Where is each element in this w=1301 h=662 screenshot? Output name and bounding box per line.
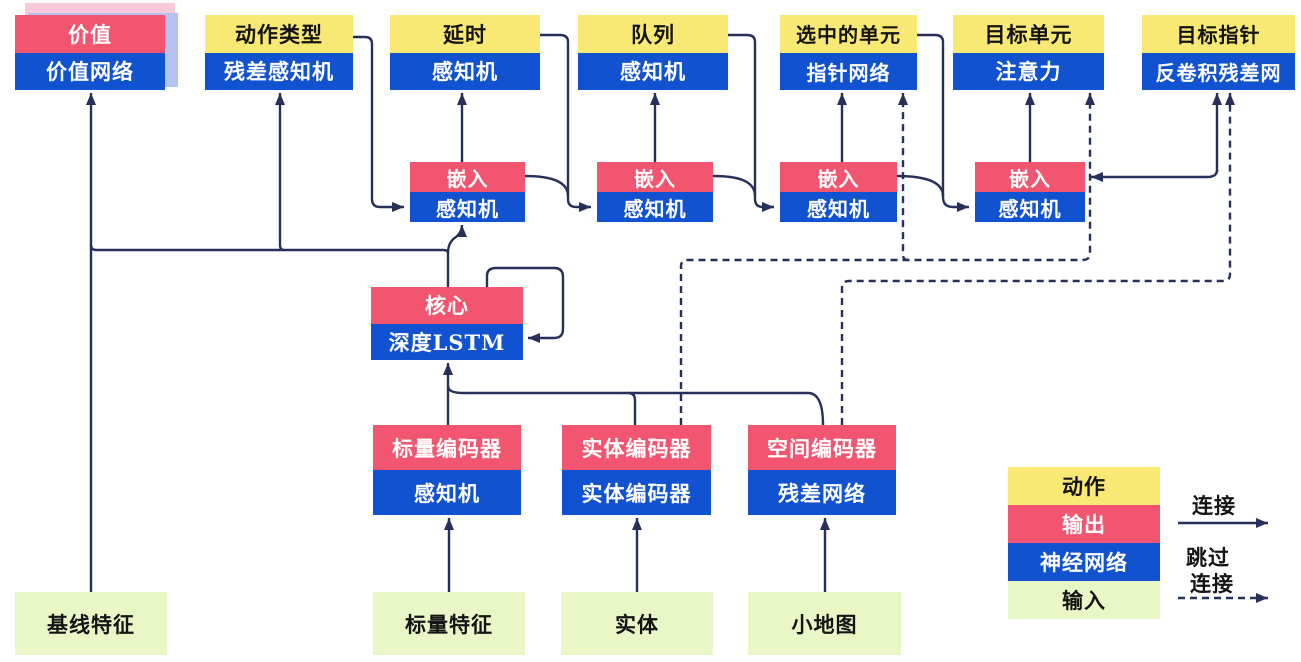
skip-connections — [679, 93, 1268, 603]
scalar-encoder-network-band: 感知机 — [373, 470, 521, 515]
spatial-encoder-output-band: 空间编码器 — [748, 425, 896, 470]
core-network-band: 深度LSTM — [371, 323, 523, 360]
node-queue: 队列 感知机 — [578, 15, 728, 90]
target-unit-network-band: 注意力 — [953, 52, 1104, 90]
solid-connections — [86, 33, 1268, 592]
node-target-pointer: 目标指针 反卷积残差网 — [1142, 15, 1295, 90]
node-embedding-2: 嵌入 感知机 — [597, 162, 713, 222]
scalar-encoder-output-band: 标量编码器 — [373, 425, 521, 470]
spatial-encoder-network-band: 残差网络 — [748, 470, 896, 515]
entity-encoder-output-band: 实体编码器 — [562, 425, 711, 470]
legend-input-band: 输入 — [1008, 581, 1160, 619]
legend-skip-arrow-label-line1: 跳过 — [1186, 545, 1230, 570]
embedding-3-output-band: 嵌入 — [780, 162, 897, 192]
node-spatial-encoder: 空间编码器 残差网络 — [748, 425, 896, 515]
scalar-features-label: 标量特征 — [373, 592, 525, 655]
legend-skip-arrow-label-line2: 连接 — [1190, 571, 1234, 596]
node-value: 价值 价值网络 — [15, 15, 165, 90]
value-network-band: 价值网络 — [15, 52, 165, 90]
action-type-action-band: 动作类型 — [205, 15, 353, 53]
embedding-2-network-band: 感知机 — [597, 192, 713, 222]
node-delay: 延时 感知机 — [390, 15, 540, 90]
target-unit-action-band: 目标单元 — [953, 15, 1104, 53]
legend-solid-arrow-label: 连接 — [1192, 493, 1236, 518]
node-embedding-1: 嵌入 感知机 — [410, 162, 525, 222]
node-core: 核心 深度LSTM — [371, 287, 523, 360]
embedding-2-output-band: 嵌入 — [597, 162, 713, 192]
selected-units-network-band: 指针网络 — [780, 52, 917, 90]
baseline-features-label: 基线特征 — [15, 592, 167, 655]
node-selected-units: 选中的单元 指针网络 — [780, 15, 917, 90]
core-output-band: 核心 — [371, 287, 523, 324]
node-target-unit: 目标单元 注意力 — [953, 15, 1104, 90]
queue-network-band: 感知机 — [578, 52, 728, 90]
node-embedding-4: 嵌入 感知机 — [975, 162, 1085, 222]
embedding-4-network-band: 感知机 — [975, 192, 1085, 222]
delay-action-band: 延时 — [390, 15, 540, 53]
embedding-3-network-band: 感知机 — [780, 192, 897, 222]
legend-output-band: 输出 — [1008, 505, 1160, 543]
node-scalar-encoder: 标量编码器 感知机 — [373, 425, 521, 515]
target-pointer-network-band: 反卷积残差网 — [1142, 52, 1295, 90]
selected-units-action-band: 选中的单元 — [780, 15, 917, 53]
node-input-baseline-features: 基线特征 — [15, 592, 167, 655]
legend-action-band: 动作 — [1008, 467, 1160, 505]
embedding-4-output-band: 嵌入 — [975, 162, 1085, 192]
action-type-network-band: 残差感知机 — [205, 52, 353, 90]
value-output-band: 价值 — [15, 15, 165, 53]
minimap-label: 小地图 — [748, 592, 901, 655]
embedding-1-network-band: 感知机 — [410, 192, 525, 222]
target-pointer-action-band: 目标指针 — [1142, 15, 1295, 53]
node-embedding-3: 嵌入 感知机 — [780, 162, 897, 222]
node-action-type: 动作类型 残差感知机 — [205, 15, 353, 90]
embedding-1-output-band: 嵌入 — [410, 162, 525, 192]
entity-encoder-network-band: 实体编码器 — [562, 470, 711, 515]
node-input-scalar-features: 标量特征 — [373, 592, 525, 655]
queue-action-band: 队列 — [578, 15, 728, 53]
entities-label: 实体 — [561, 592, 713, 655]
node-entity-encoder: 实体编码器 实体编码器 — [562, 425, 711, 515]
delay-network-band: 感知机 — [390, 52, 540, 90]
legend-network-band: 神经网络 — [1008, 543, 1160, 581]
legend-color-key: 动作 输出 神经网络 输入 — [1008, 467, 1160, 619]
node-input-minimap: 小地图 — [748, 592, 901, 655]
node-input-entities: 实体 — [561, 592, 713, 655]
